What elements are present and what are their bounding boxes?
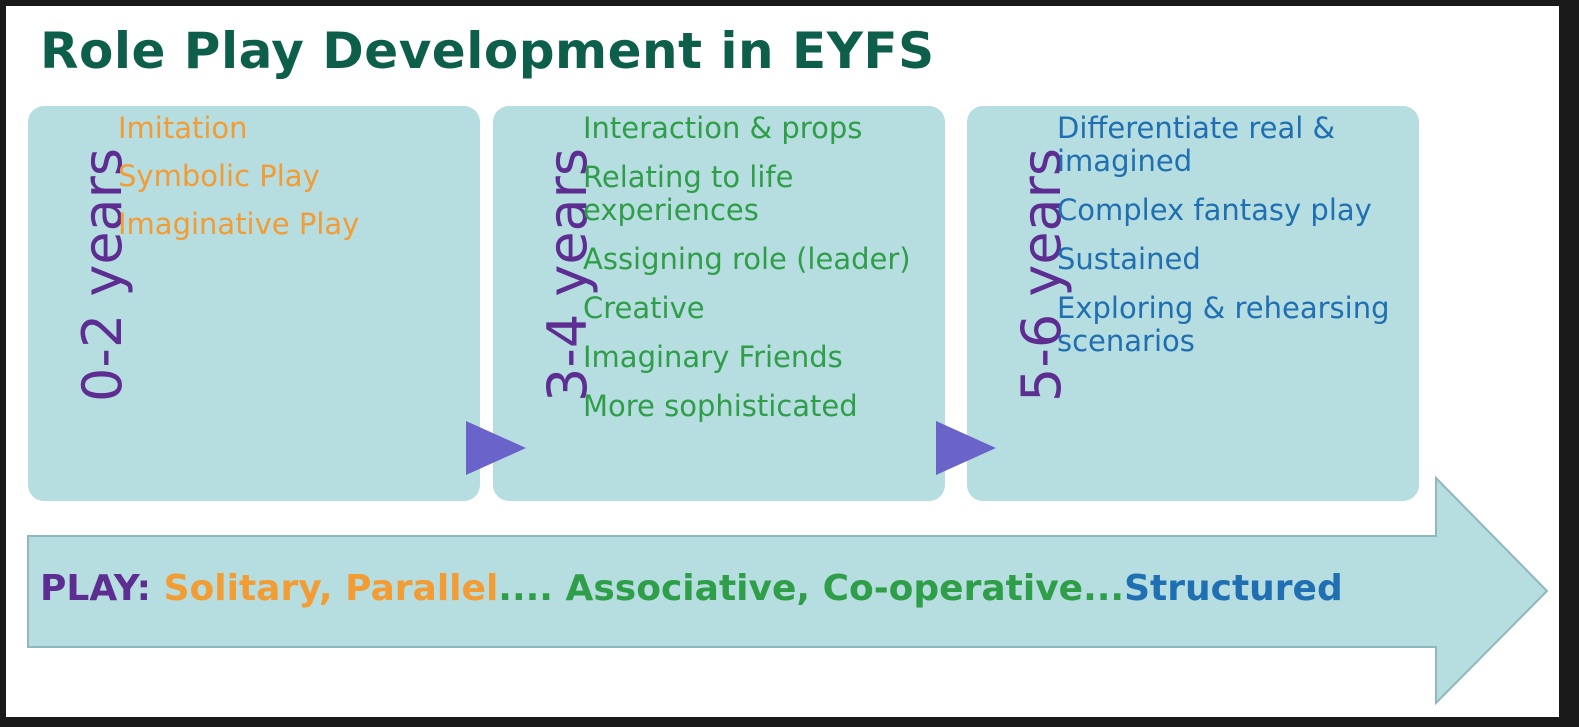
stage-milestones: Differentiate real & imagined Complex fa…: [1057, 112, 1409, 374]
milestone-item: Symbolic Play: [118, 159, 320, 193]
slide: Role Play Development in EYFS 0-2 years …: [6, 6, 1559, 717]
stage-milestones: Interaction & props Relating to life exp…: [583, 112, 935, 439]
milestone-item: Assigning role (leader): [583, 242, 911, 276]
play-arrow-shape: [27, 475, 1549, 706]
play-early-types: Solitary, Parallel: [163, 568, 499, 609]
milestone-item: Imaginary Friends: [583, 340, 843, 374]
milestone-item: Exploring & rehearsing scenarios: [1057, 291, 1390, 358]
milestone-item: Interaction & props: [583, 111, 863, 145]
play-late-types: Structured: [1124, 568, 1343, 609]
play-progression-arrow: [27, 475, 1549, 706]
milestone-item: More sophisticated: [583, 389, 858, 423]
milestone-item: Relating to life experiences: [583, 160, 794, 227]
play-prefix: PLAY:: [40, 568, 164, 609]
slide-title: Role Play Development in EYFS: [40, 22, 935, 80]
play-types-label: PLAY: Solitary, Parallel.... Associative…: [40, 568, 1343, 609]
stage-milestones: Imitation Symbolic Play Imaginative Play: [118, 112, 470, 256]
milestone-item: Imitation: [118, 111, 248, 145]
milestone-item: Creative: [583, 291, 705, 325]
milestone-item: Complex fantasy play: [1057, 193, 1372, 227]
stage-box-5-6-years: 5-6 years Differentiate real & imagined …: [967, 106, 1419, 501]
triangle-pointer-icon: [936, 421, 996, 475]
milestone-item: Sustained: [1057, 242, 1201, 276]
stage-box-3-4-years: 3-4 years Interaction & props Relating t…: [493, 106, 945, 501]
milestone-item: Imaginative Play: [118, 207, 360, 241]
triangle-pointer-icon: [466, 421, 526, 475]
stage-box-0-2-years: 0-2 years Imitation Symbolic Play Imagin…: [28, 106, 480, 501]
play-middle-types: .... Associative, Co-operative...: [498, 568, 1125, 609]
milestone-item: Differentiate real & imagined: [1057, 111, 1336, 178]
